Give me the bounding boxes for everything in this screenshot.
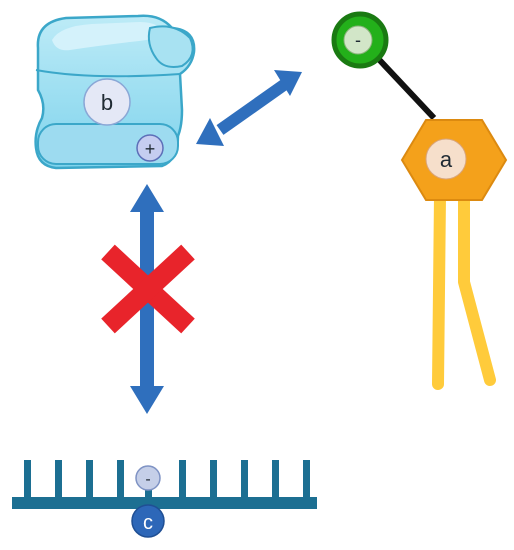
arrowhead-up — [130, 184, 164, 212]
surface: - c — [12, 460, 317, 538]
lipid-charge: - — [355, 30, 361, 50]
lipid: - a — [331, 11, 508, 390]
lipid-tail-left — [432, 190, 446, 390]
protein-highlight — [52, 22, 168, 51]
protein-charge-bead: + — [136, 134, 164, 162]
lipid-head-group: - — [331, 11, 389, 69]
protein-label-bead: b — [83, 78, 131, 126]
surface-label: c — [143, 512, 153, 534]
lipid-linker — [369, 49, 437, 121]
arrowhead-upper-right — [274, 70, 302, 96]
surface-teeth — [24, 460, 310, 500]
protein-lobe-top — [147, 25, 194, 68]
surface-charge: - — [145, 471, 150, 488]
surface-charge-bead: - — [135, 465, 161, 491]
protein-label: b — [101, 90, 113, 115]
arrowhead-down — [130, 386, 164, 414]
blocked-cross — [101, 244, 195, 334]
lipid-tail-right — [458, 190, 496, 386]
protein-charge: + — [145, 139, 156, 159]
lipid-label: a — [440, 147, 453, 172]
interaction-arrow-protein-lipid — [196, 70, 302, 146]
arrowhead-lower-left — [196, 118, 224, 146]
surface-label-bead: c — [131, 504, 165, 538]
protein-groove — [35, 69, 181, 78]
